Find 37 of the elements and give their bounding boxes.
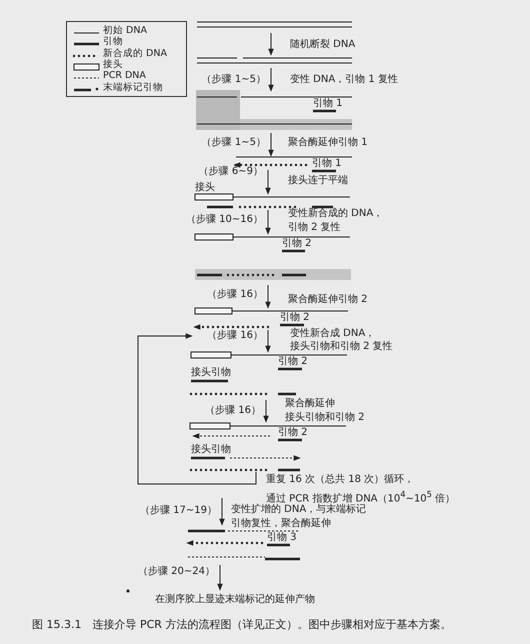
strand-label: 引物 1 [312, 158, 342, 170]
legend-text: 引物 [103, 35, 123, 48]
step-label: （步骤 20~24） [138, 564, 215, 579]
figure-caption: 图 15.3.1 连接介导 PCR 方法的流程图（详见正文）。图中步骤相对应于基本方案。 [32, 617, 452, 633]
step-label: （步骤 6~9） [198, 164, 263, 179]
step-label: （步骤 1~5） [202, 72, 266, 87]
step-description: 重复 16 次（总共 18 次）循环，通过 PCR 指数扩增 DNA（10$^{4}$~10$^{5}$ 倍） [266, 473, 456, 504]
step-description: 聚合酶延伸引物 1 [288, 136, 368, 150]
step-description: 聚合酶延伸接头引物和引物 2 [285, 397, 365, 425]
step-label: （步骤 1~5） [202, 136, 266, 150]
step-description: 接头连于平端 [288, 174, 348, 188]
legend-text: 接头 [103, 58, 123, 71]
step-label: （步骤 10~16） [186, 212, 263, 227]
strand-label: 接头引物 [191, 367, 231, 379]
step-description: 聚合酶延伸引物 2 [288, 293, 368, 307]
step-label: （步骤 16） [207, 328, 263, 343]
step-label: （步骤 17~19） [140, 504, 217, 518]
legend-text: PCR DNA [103, 69, 146, 82]
step-description: 在测序胶上显迹末端标记的延伸产物 [155, 592, 315, 607]
strand-label: 接头引物 [191, 444, 231, 456]
strand-label: 引物 3 [267, 532, 297, 544]
step-description: 变性新合成的 DNA，引物 2 复性 [288, 207, 384, 235]
step-description: 变性扩增的 DNA，与末端标记引物复性，聚合酶延伸 [231, 503, 366, 531]
legend-text: 新合成的 DNA [103, 46, 167, 59]
strand-label: 引物 2 [282, 238, 312, 250]
strand-label: 接头 [195, 182, 215, 194]
step-description: 变性新合成 DNA，接头引物和引物 2 复性 [290, 327, 393, 353]
step-label: （步骤 16） [205, 404, 261, 418]
strand-label: 引物 2 [278, 356, 308, 368]
step-description: 变性 DNA，引物 1 复性 [290, 72, 398, 87]
strand-label: 引物 2 [280, 312, 310, 324]
step-label: （步骤 16） [207, 288, 263, 302]
step-description: 随机断裂 DNA [290, 38, 356, 52]
legend-text: 初始 DNA [103, 24, 147, 36]
legend-text: 末端标记引物 [103, 80, 163, 94]
strand-label: 引物 1 [313, 98, 343, 110]
strand-label: 引物 2 [278, 427, 308, 439]
